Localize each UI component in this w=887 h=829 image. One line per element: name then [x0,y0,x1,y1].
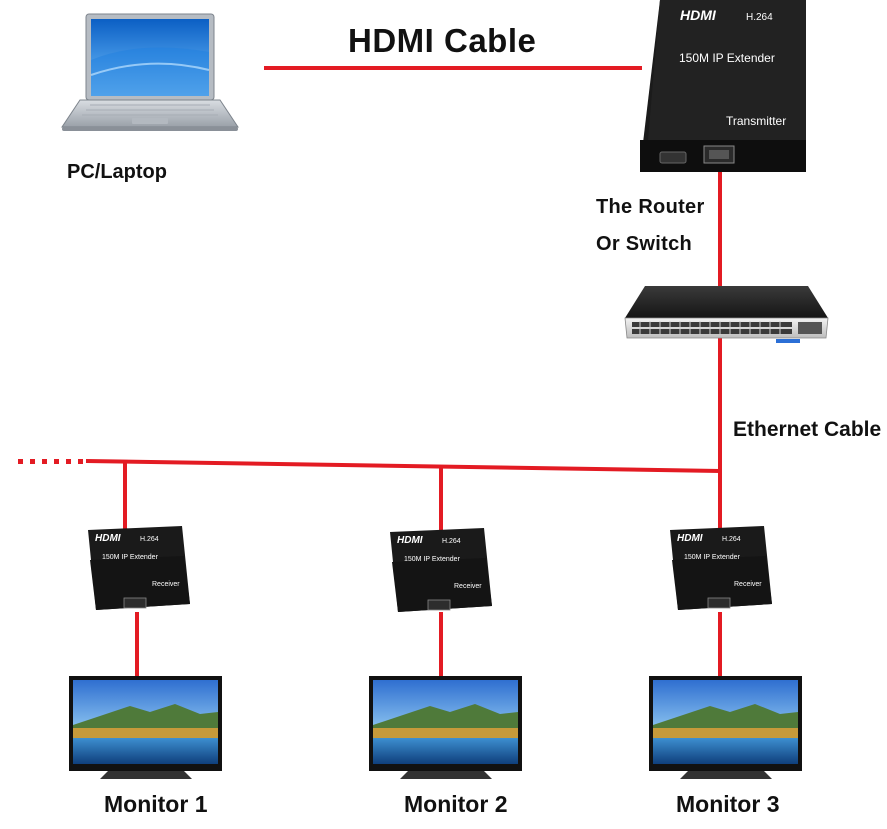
monitor-icon-3 [649,676,802,779]
transmitter-role: Transmitter [726,114,786,128]
transmitter-device: HDMI H.264 150M IP Extender Transmitter [640,0,806,172]
router-label-line1: The Router [596,196,705,218]
transmitter-codec: H.264 [746,12,773,23]
laptop-icon [61,13,239,131]
monitor-icon-2 [369,676,522,779]
receiver-2-brand: HDMI [397,535,423,546]
monitor-icon-1 [69,676,222,779]
transmitter-model: 150M IP Extender [679,51,775,65]
receiver-3-brand: HDMI [677,533,703,544]
bus-continuation-dots [18,459,83,464]
hdmi-cable-label: HDMI Cable [348,22,537,59]
receiver-3-model: 150M IP Extender [684,554,741,561]
cables [85,66,722,676]
transmitter-brand: HDMI [680,7,717,23]
receiver-2-role: Receiver [454,583,482,590]
receiver-2-model: 150M IP Extender [404,556,461,563]
receiver-3-role: Receiver [734,581,762,588]
ethernet-cable-label: Ethernet Cable [733,418,882,441]
receiver-1-brand: HDMI [95,533,121,544]
receiver-2-codec: H.264 [442,538,461,545]
receiver-1-codec: H.264 [140,536,159,543]
pc-laptop-label: PC/Laptop [67,161,167,183]
receiver-device-2: HDMI H.264 150M IP Extender Receiver [390,528,492,612]
monitor-3-label: Monitor 3 [676,791,780,817]
monitor-1-label: Monitor 1 [104,791,208,817]
receiver-device-1: HDMI H.264 150M IP Extender Receiver [88,526,190,610]
receiver-device-3: HDMI H.264 150M IP Extender Receiver [670,526,772,610]
receiver-1-model: 150M IP Extender [102,554,159,561]
receiver-3-codec: H.264 [722,536,741,543]
ethernet-bus-line [85,459,721,473]
receiver-1-role: Receiver [152,581,180,588]
network-switch-icon [624,286,829,343]
router-label-line2: Or Switch [596,233,693,255]
monitor-2-label: Monitor 2 [404,791,508,817]
